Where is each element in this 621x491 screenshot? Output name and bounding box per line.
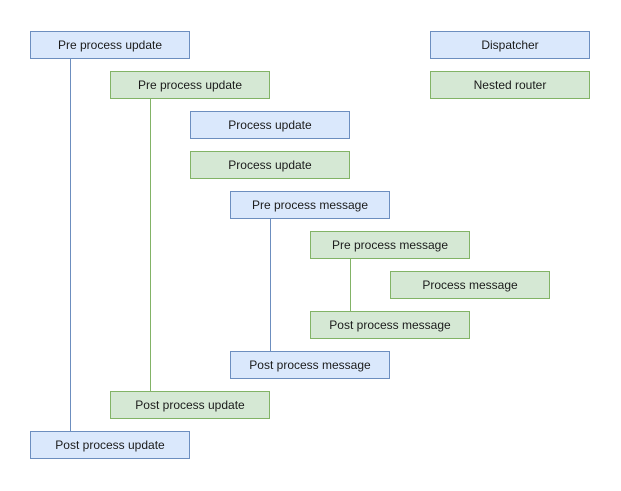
process-node[interactable]: Process message xyxy=(390,271,550,299)
process-node[interactable]: Pre process update xyxy=(110,71,270,99)
legend-item-label: Nested router xyxy=(473,78,547,92)
process-node-label: Post process update xyxy=(135,398,245,412)
process-node[interactable]: Post process message xyxy=(310,311,470,339)
legend-item-label: Dispatcher xyxy=(481,38,539,52)
process-node-label: Process update xyxy=(228,158,312,172)
process-node-label: Pre process update xyxy=(137,78,243,92)
process-node[interactable]: Process update xyxy=(190,111,350,139)
process-node[interactable]: Post process update xyxy=(110,391,270,419)
legend-item[interactable]: Nested router xyxy=(430,71,590,99)
connector-line xyxy=(70,59,71,431)
process-node[interactable]: Post process message xyxy=(230,351,390,379)
process-node-label: Process message xyxy=(422,278,518,292)
process-node-label: Process update xyxy=(228,118,312,132)
process-node-label: Pre process message xyxy=(251,198,369,212)
process-node[interactable]: Post process update xyxy=(30,431,190,459)
process-node-label: Post process message xyxy=(249,358,371,372)
process-node[interactable]: Process update xyxy=(190,151,350,179)
process-node[interactable]: Pre process update xyxy=(30,31,190,59)
process-node[interactable]: Pre process message xyxy=(230,191,390,219)
process-node-label: Post process message xyxy=(329,318,451,332)
process-node-label: Pre process update xyxy=(57,38,163,52)
process-node[interactable]: Pre process message xyxy=(310,231,470,259)
legend-item[interactable]: Dispatcher xyxy=(430,31,590,59)
connector-line xyxy=(350,259,351,311)
connector-line xyxy=(150,99,151,391)
process-node-label: Pre process message xyxy=(331,238,449,252)
connector-line xyxy=(270,219,271,351)
process-node-label: Post process update xyxy=(55,438,165,452)
